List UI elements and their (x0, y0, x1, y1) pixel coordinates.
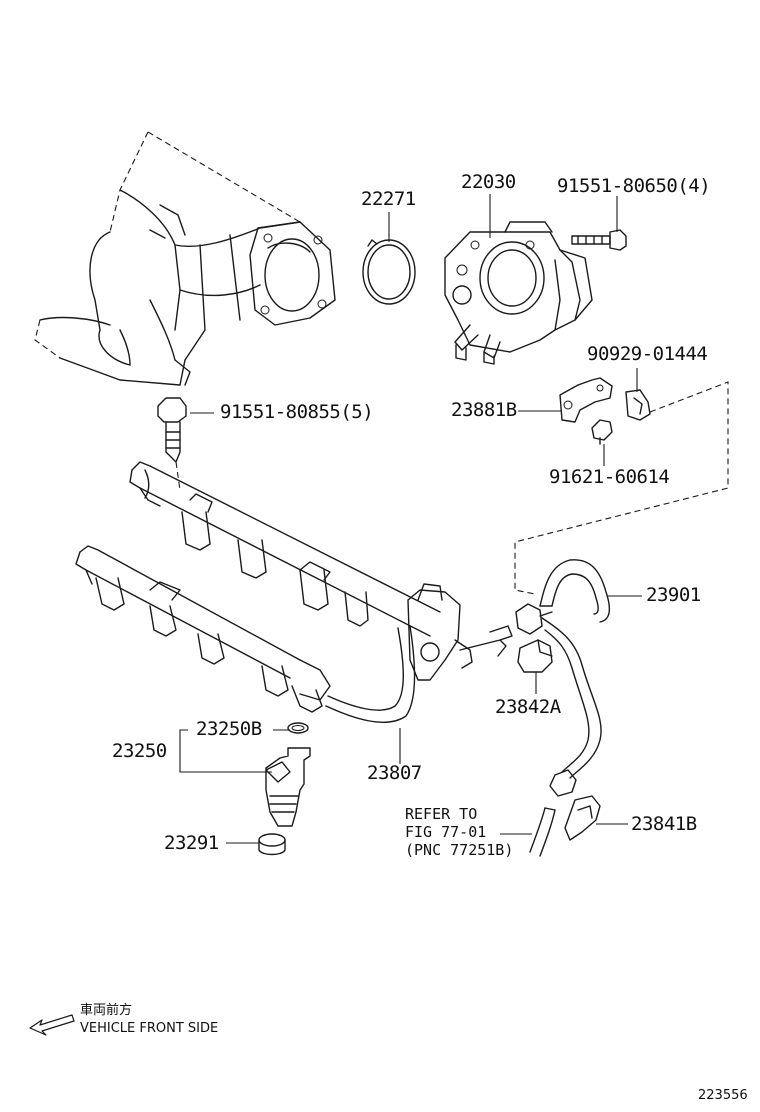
vehicle-front-side-en: VEHICLE FRONT SIDE (80, 1021, 219, 1036)
clip-23841B-drawing (564, 795, 601, 841)
fuel-hose-23901-drawing (515, 559, 611, 797)
label-23841B: 23841B (631, 813, 697, 835)
intake-manifold-drawing (34, 131, 336, 386)
insulator-23291-drawing (258, 833, 286, 856)
refer-note: REFER TO FIG 77-01 (PNC 77251B) (405, 805, 513, 859)
bolt-91621-60614-drawing (591, 419, 613, 445)
injector-23250-drawing (265, 747, 311, 827)
bolt-91551-80855-drawing (157, 397, 187, 491)
clamp-90929-01444-drawing (625, 389, 651, 421)
bracket-23881B-drawing (559, 377, 613, 423)
arrow-left-icon (29, 1014, 75, 1036)
label-91621-60614: 91621-60614 (549, 466, 670, 488)
bolt-91551-80650-drawing (571, 229, 627, 251)
label-90929-01444: 90929-01444 (587, 343, 708, 365)
label-23291: 23291 (164, 832, 219, 854)
refer-note-line3: (PNC 77251B) (405, 841, 514, 859)
fuel-tube-23807-drawing (325, 625, 416, 723)
vehicle-front-side-jp: 車両前方 (80, 1003, 133, 1018)
label-22030: 22030 (461, 171, 516, 193)
label-23842A: 23842A (495, 696, 561, 718)
label-23250: 23250 (112, 740, 167, 762)
label-23250B: 23250B (196, 718, 262, 740)
throttle-body-drawing (444, 221, 593, 365)
refer-note-line2: FIG 77-01 (405, 823, 487, 841)
label-23901: 23901 (646, 584, 701, 606)
figure-id: 223556 (698, 1088, 748, 1103)
fuel-rail-upper-drawing (129, 461, 513, 681)
label-91551-80855: 91551-80855(5) (220, 401, 374, 423)
refer-note-line1: REFER TO (405, 805, 478, 823)
label-23807: 23807 (367, 762, 422, 784)
o-ring-23250B-drawing (287, 722, 309, 734)
fuel-rail-lower-drawing (75, 545, 331, 713)
leader-lines (179, 194, 642, 844)
label-22271: 22271 (361, 188, 416, 210)
hose-end-drawing (529, 807, 556, 857)
label-23881B: 23881B (451, 399, 517, 421)
throttle-gasket-drawing (362, 239, 416, 305)
clip-23842A-drawing (517, 639, 553, 673)
label-91551-80650: 91551-80650(4) (557, 175, 711, 197)
vehicle-front-side-legend: 車両前方 VEHICLE FRONT SIDE (80, 1002, 218, 1038)
